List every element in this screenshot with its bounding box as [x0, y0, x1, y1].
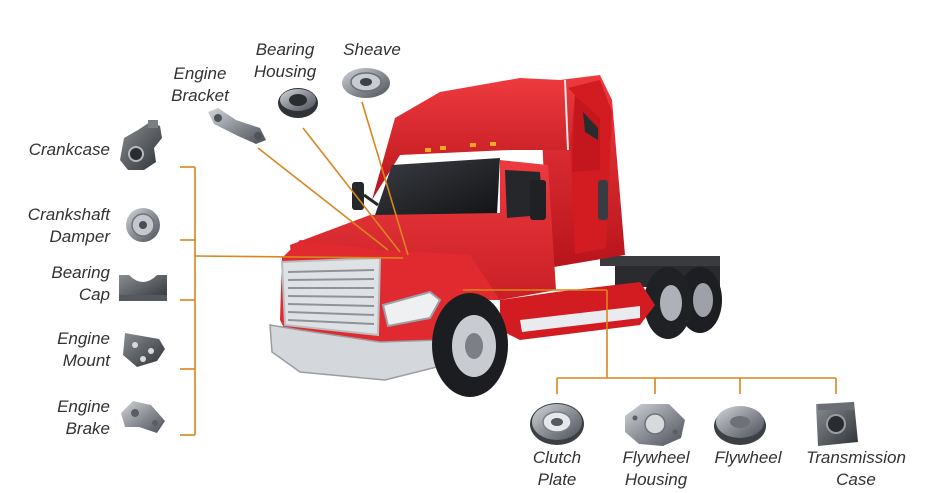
crankshaft-damper-icon	[126, 208, 160, 242]
flywheel-icon	[714, 406, 766, 445]
engine-brake-label-line1: Engine	[57, 397, 110, 416]
sheave-connector	[361, 101, 409, 256]
clutch-plate-label-line2: Plate	[537, 470, 577, 489]
crankshaft-damper-label-line1: Crankshaft	[27, 205, 110, 224]
engine-bracket-label: Engine Bracket	[155, 63, 245, 107]
transmission-case-label: Transmission Case	[794, 447, 918, 491]
transmission-case-label-line1: Transmission	[806, 448, 906, 467]
engine-mount-label-line2: Mount	[62, 351, 110, 370]
engine-bracket-connector	[257, 147, 389, 251]
engine-bracket-label-line1: Engine	[173, 64, 227, 83]
bearing-cap-label-line2: Cap	[78, 285, 110, 304]
transmission-case-label-line2: Case	[836, 470, 876, 489]
engine-brake-label-line2: Brake	[65, 419, 110, 438]
bearing-housing-label-line2: Housing	[253, 62, 317, 81]
bearing-cap-label-line1: Bearing	[51, 263, 110, 282]
engine-brake-label: Engine Brake	[6, 396, 110, 440]
clutch-plate-icon	[530, 403, 584, 445]
crankcase-label: Crankcase	[6, 139, 110, 161]
sheave-label-line1: Sheave	[343, 40, 401, 59]
sheave-label: Sheave	[332, 39, 412, 61]
flywheel-housing-label: Flywheel Housing	[610, 447, 702, 491]
leader-lines	[180, 101, 837, 436]
crankcase-label-line1: Crankcase	[28, 140, 110, 159]
sheave-icon	[342, 68, 390, 98]
engine-brake-icon	[121, 401, 165, 433]
flywheel-label: Flywheel	[703, 447, 793, 469]
crankshaft-damper-label: Crankshaft Damper	[6, 204, 110, 248]
crankcase-icon	[120, 120, 162, 170]
transmission-case-icon	[816, 402, 858, 446]
bearing-housing-label: Bearing Housing	[240, 39, 330, 83]
bearing-cap-label: Bearing Cap	[6, 262, 110, 306]
engine-mount-icon	[123, 333, 165, 367]
engine-mount-label: Engine Mount	[6, 328, 110, 372]
flywheel-label-line1: Flywheel	[714, 448, 782, 467]
left-bracket-connector	[194, 255, 404, 259]
clutch-plate-label-line1: Clutch	[532, 448, 582, 467]
flywheel-housing-label-line2: Housing	[624, 470, 688, 489]
flywheel-housing-icon	[625, 404, 685, 446]
bearing-cap-icon	[119, 275, 167, 301]
bearing-housing-label-line1: Bearing	[255, 40, 315, 59]
crankshaft-damper-label-line2: Damper	[49, 227, 110, 246]
clutch-plate-label: Clutch Plate	[517, 447, 597, 491]
engine-bracket-icon	[208, 108, 266, 144]
flywheel-housing-label-line1: Flywheel	[622, 448, 690, 467]
engine-mount-label-line1: Engine	[57, 329, 110, 348]
engine-bracket-label-line2: Bracket	[171, 86, 229, 105]
semi-truck-illustration	[269, 75, 722, 397]
bearing-housing-connector	[302, 127, 401, 253]
bearing-housing-icon	[278, 88, 318, 118]
